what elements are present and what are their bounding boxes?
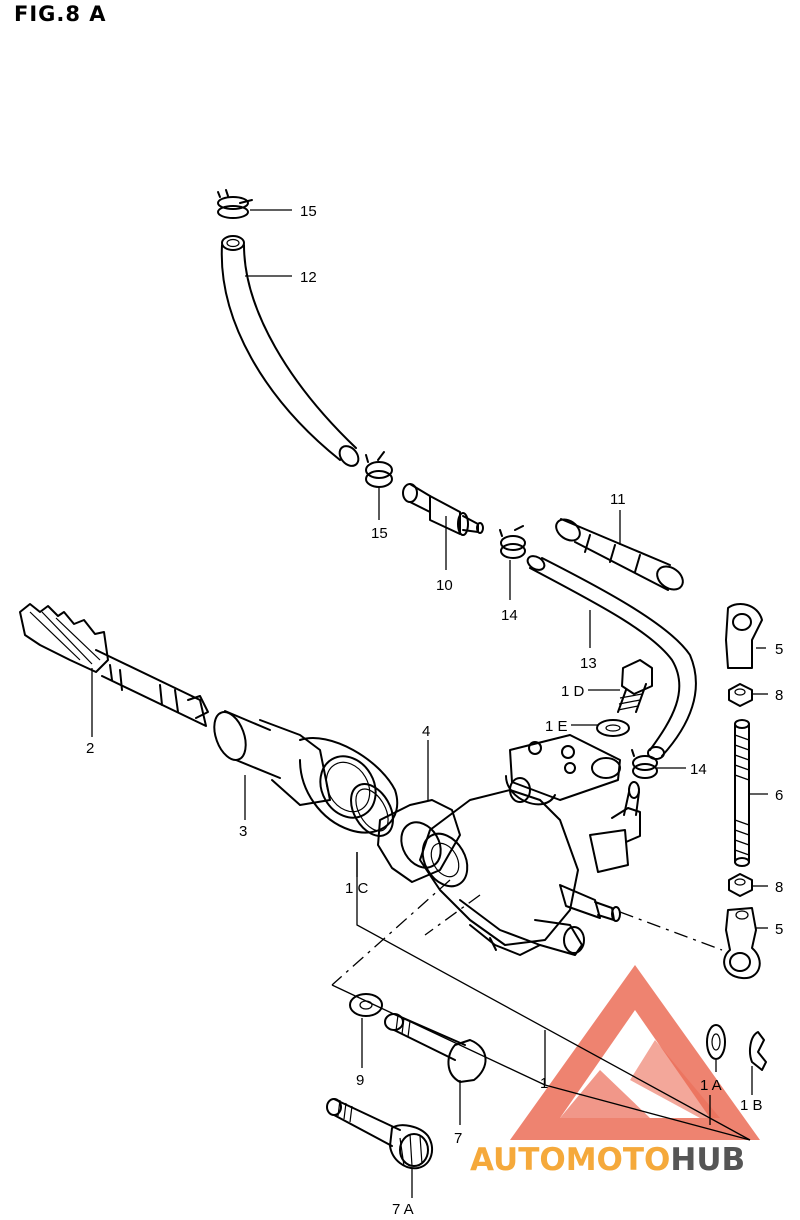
watermark-logo: [510, 965, 760, 1140]
callout-labels: 15 12 15 10 14 11 13 5 8 1 D 1 E 14 6 4 …: [86, 203, 783, 1218]
flange-bolt-7A-part: [326, 1098, 434, 1170]
assembly-lines: [331, 879, 723, 986]
callout-1: 1: [540, 1075, 548, 1092]
callout-8-upper: 8: [775, 687, 783, 704]
bolt-1D-part: [617, 659, 653, 713]
oil-pump-body-part: [419, 734, 641, 956]
callout-3: 3: [239, 823, 247, 840]
washer-1E-part: [596, 719, 630, 737]
fuel-hose-12-part: [220, 235, 360, 467]
callout-5-lower: 5: [775, 921, 783, 938]
watermark-part2: HUB: [670, 1142, 745, 1178]
leader-lines: [91, 209, 768, 1198]
callout-2: 2: [86, 740, 94, 757]
callout-1E: 1 E: [545, 718, 568, 735]
o-ring-1C-part: [350, 783, 394, 837]
callout-8-lower: 8: [775, 879, 783, 896]
callout-4: 4: [422, 723, 430, 740]
callout-10: 10: [436, 577, 453, 594]
watermark-part1: AUTOMOTO: [470, 1142, 670, 1178]
gear-housing-3-part: [213, 710, 399, 834]
fuel-hose-13-part: [526, 555, 697, 760]
drive-gear-shaft-2-part: [19, 603, 209, 727]
gasket-4-part: [377, 799, 461, 883]
rod-end-5-lower-part: [723, 907, 761, 980]
nut-8-upper-part: [728, 683, 753, 707]
callout-7: 7: [454, 1130, 462, 1147]
callout-1A: 1 A: [700, 1077, 722, 1094]
figure-title: FIG.8 A: [14, 2, 107, 26]
washer-1A-part: [706, 1024, 726, 1060]
clip-1B-part: [749, 1031, 767, 1071]
watermark-text: AUTOMOTOHUB: [470, 1142, 745, 1178]
callout-7A: 7 A: [392, 1201, 414, 1218]
washer-9-part: [349, 993, 383, 1017]
hose-clamp-14-lower-part: [631, 749, 658, 779]
callout-1C: 1 C: [345, 880, 369, 897]
protector-sleeve-11-part: [555, 518, 684, 591]
bolt-7-part: [384, 1013, 487, 1083]
callout-6: 6: [775, 787, 783, 804]
hose-clamp-mid-part: [365, 451, 393, 488]
callout-14-upper: 14: [501, 607, 518, 624]
callout-9: 9: [356, 1072, 364, 1089]
callout-15-top: 15: [300, 203, 317, 220]
callout-13: 13: [580, 655, 597, 672]
threaded-rod-6-part: [734, 719, 750, 867]
callout-12: 12: [300, 269, 317, 286]
callout-1D: 1 D: [561, 683, 585, 700]
nut-8-lower-part: [728, 873, 753, 897]
hose-clamp-14-upper-part: [499, 525, 526, 559]
callout-5-upper: 5: [775, 641, 783, 658]
rod-end-5-upper-part: [725, 603, 763, 669]
callout-11: 11: [610, 491, 626, 508]
hose-fitting-10-part: [402, 483, 484, 536]
callout-14-lower: 14: [690, 761, 707, 778]
callout-15-mid: 15: [371, 525, 388, 542]
callout-1B: 1 B: [740, 1097, 763, 1114]
hose-clamp-top-part: [217, 189, 253, 219]
